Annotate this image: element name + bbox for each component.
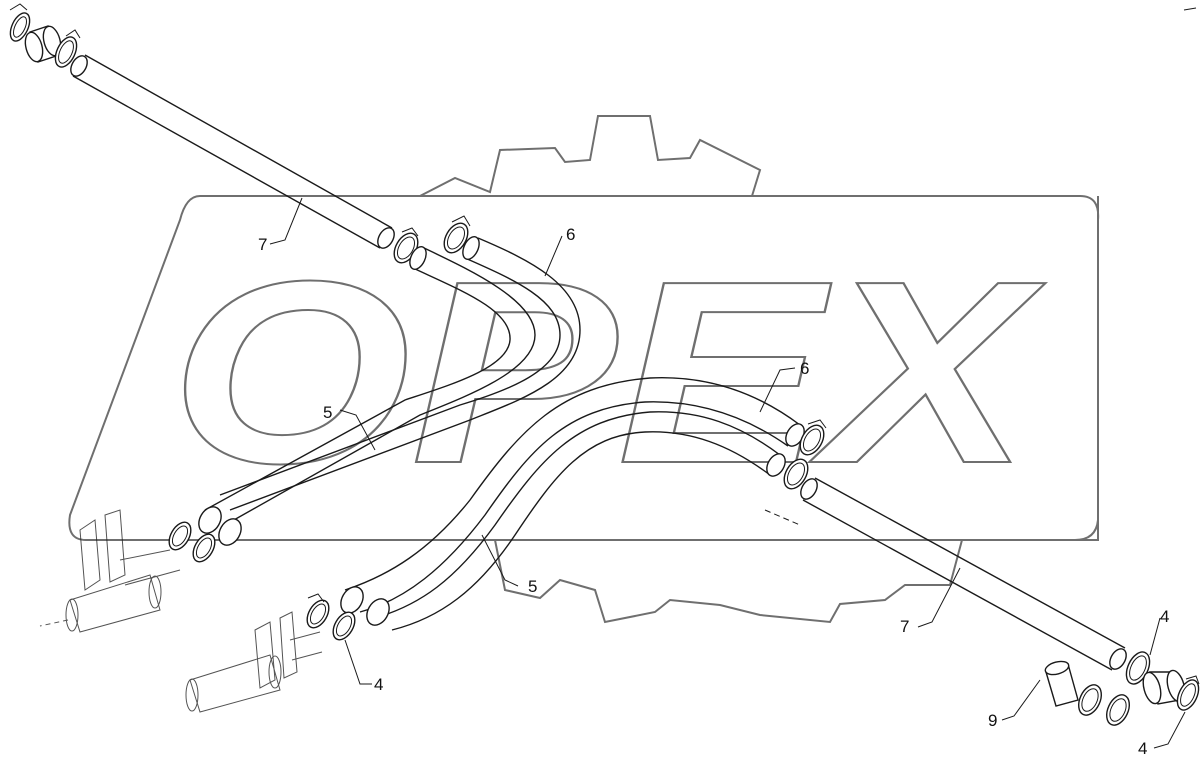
clamp-top-left-2 [54, 29, 81, 68]
watermark-brand-text: OPEX [170, 228, 1046, 518]
clamp-mid-upper-2 [443, 215, 471, 254]
callout-7-upper: 7 [258, 235, 267, 254]
leader-lines [269, 197, 1186, 749]
callout-4-right-bottom: 4 [1138, 739, 1147, 758]
hose-5-lower [374, 411, 786, 631]
hose-ends-lower-left [198, 506, 242, 546]
callout-4-middle: 4 [374, 675, 383, 694]
coupling-9 [1044, 660, 1079, 707]
hose-ends-lower-middle [340, 586, 390, 626]
clamp-lower-right-2 [1176, 675, 1200, 711]
clamp-right-1 [799, 419, 827, 456]
callout-9: 9 [988, 711, 997, 730]
callout-labels: 7 6 5 6 5 7 4 4 4 9 [258, 225, 1169, 758]
clamp-left-2 [192, 533, 216, 563]
bracket-assembly-middle [185, 611, 323, 713]
clamp-left-1 [168, 521, 192, 551]
watermark-plate [68, 195, 1100, 541]
bracket-assembly-left [39, 509, 181, 633]
clamp-middle-1 [306, 593, 330, 629]
opex-watermark: OPEX [68, 115, 1100, 624]
clamp-middle-2 [332, 611, 356, 641]
clamp-loose-1 [1077, 684, 1103, 716]
callout-7-lower: 7 [900, 617, 909, 636]
center-dash-line [764, 509, 801, 526]
corner-mark [1183, 7, 1197, 11]
hose-5-upper [204, 246, 536, 526]
watermark-gear [419, 115, 1099, 624]
callout-4-right-top: 4 [1160, 607, 1169, 626]
hose-6-upper [219, 236, 581, 511]
clamp-right-2 [783, 458, 809, 490]
callout-6-upper: 6 [566, 225, 575, 244]
hose-7-upper [70, 54, 395, 249]
clamp-top-left [9, 3, 31, 42]
callout-5-lower: 5 [528, 577, 537, 596]
hose-6-lower [344, 377, 805, 613]
clamp-loose-2 [1105, 694, 1131, 726]
hose-7-lower [800, 477, 1127, 671]
callout-5-upper: 5 [323, 403, 332, 422]
callout-6-lower: 6 [800, 359, 809, 378]
